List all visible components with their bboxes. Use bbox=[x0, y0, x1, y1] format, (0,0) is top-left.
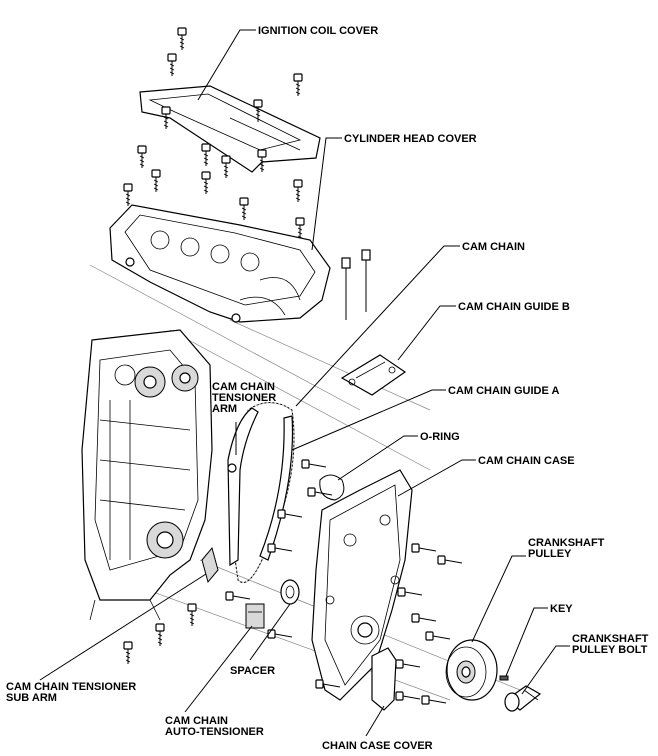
cam-chain-tensioner-sub-arm bbox=[201, 546, 219, 584]
label-chain-case-cover: CHAIN CASE COVER bbox=[322, 740, 433, 752]
label-cam-chain-tensioner-arm-3: ARM bbox=[212, 403, 237, 415]
label-cylinder-head-cover: CYLINDER HEAD COVER bbox=[344, 133, 477, 145]
label-spacer: SPACER bbox=[230, 665, 275, 677]
leader-lines bbox=[39, 29, 570, 737]
label-cam-chain-tensioner-sub-arm-2: SUB ARM bbox=[6, 692, 57, 704]
callout-labels: IGNITION COIL COVER CYLINDER HEAD COVER … bbox=[6, 25, 649, 752]
guide-b-bolts bbox=[341, 249, 371, 320]
cam-chain-guide-b bbox=[340, 354, 407, 396]
label-crankshaft-pulley-bolt-2: PULLEY BOLT bbox=[572, 644, 648, 656]
label-cam-chain-auto-tensioner-1: CAM CHAIN bbox=[165, 715, 228, 727]
label-cam-chain-tensioner-arm-1: CAM CHAIN bbox=[212, 381, 275, 393]
o-ring bbox=[319, 474, 345, 501]
label-cam-chain-tensioner-arm-2: TENSIONER bbox=[212, 392, 276, 404]
label-crankshaft-pulley-2: PULLEY bbox=[528, 548, 572, 560]
spacer bbox=[280, 579, 300, 605]
label-cam-chain-case: CAM CHAIN CASE bbox=[478, 455, 575, 467]
label-cam-chain-auto-tensioner-2: AUTO-TENSIONER bbox=[165, 726, 264, 738]
block-bolts bbox=[123, 603, 197, 665]
cam-chain-auto-tensioner bbox=[245, 603, 265, 629]
crankshaft-pulley-bolt bbox=[504, 685, 542, 712]
cam-chain-tensioner-arm bbox=[227, 407, 259, 567]
label-cam-chain-guide-b: CAM CHAIN GUIDE B bbox=[458, 301, 570, 313]
label-crankshaft-pulley-bolt-1: CRANKSHAFT bbox=[572, 633, 649, 645]
label-key: KEY bbox=[550, 603, 573, 615]
engine-block bbox=[81, 329, 213, 621]
cylinder-head-cover bbox=[109, 204, 331, 323]
crankshaft-pulley bbox=[445, 639, 498, 701]
label-cam-chain-guide-a: CAM CHAIN GUIDE A bbox=[448, 385, 559, 397]
label-cam-chain: CAM CHAIN bbox=[462, 241, 525, 253]
cam-chain-guide-a bbox=[259, 415, 294, 561]
label-crankshaft-pulley-1: CRANKSHAFT bbox=[528, 537, 605, 549]
label-ignition-coil-cover: IGNITION COIL COVER bbox=[258, 25, 378, 37]
key bbox=[499, 675, 509, 681]
chain-case-cover bbox=[371, 647, 397, 711]
label-cam-chain-tensioner-sub-arm-1: CAM CHAIN TENSIONER bbox=[6, 681, 136, 693]
label-o-ring: O-RING bbox=[420, 431, 460, 443]
cam-chain-case bbox=[311, 469, 413, 701]
